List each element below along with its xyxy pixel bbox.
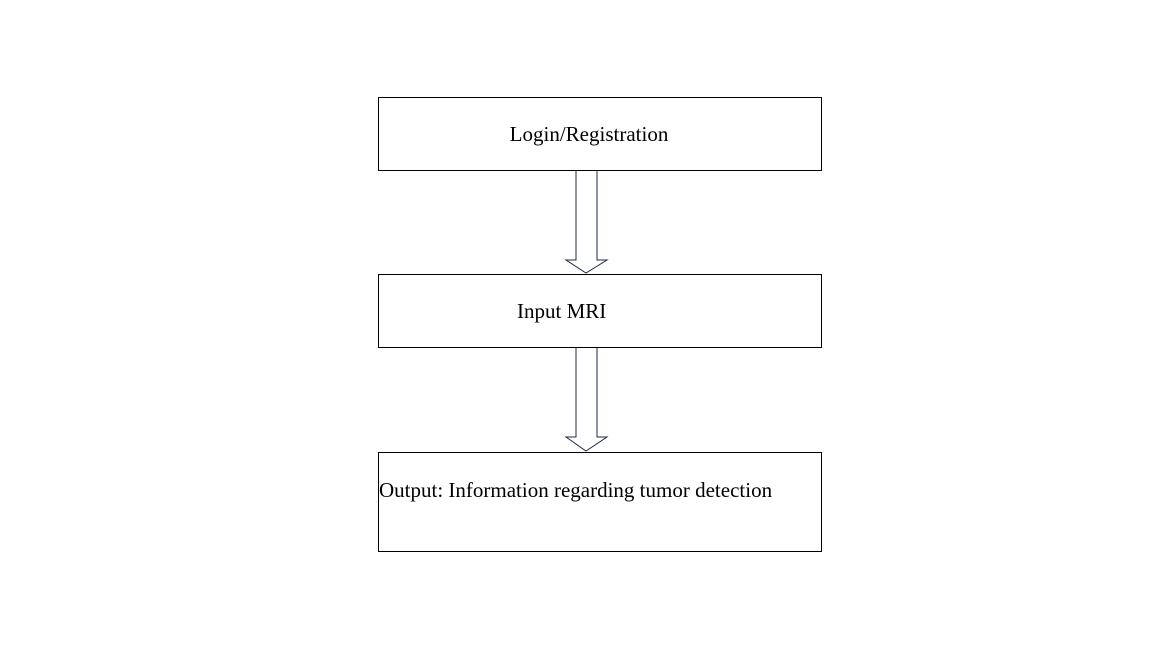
step-login-registration: Login/Registration <box>378 97 822 171</box>
step-label: Login/Registration <box>509 122 669 146</box>
step-label: Output: Information regarding tumor dete… <box>379 478 773 502</box>
arrow-login-to-input <box>564 171 609 274</box>
step-output: Output: Information regarding tumor dete… <box>378 452 822 552</box>
step-label: Input MRI <box>517 299 607 323</box>
step-input-mri: Input MRI <box>378 274 822 348</box>
arrow-input-to-output <box>564 348 609 452</box>
